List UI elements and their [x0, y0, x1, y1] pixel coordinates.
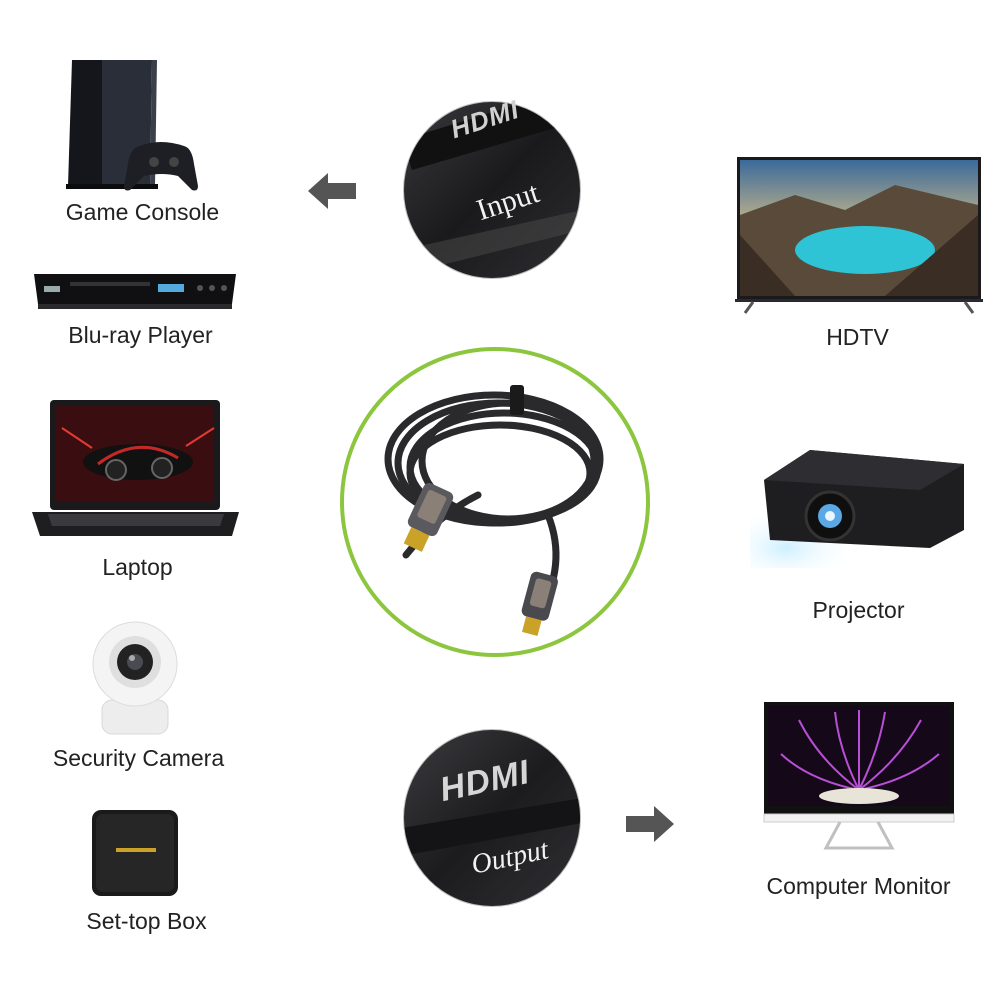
- laptop-icon: [28, 398, 243, 540]
- bluray-player-icon: [30, 268, 240, 313]
- source-label-settop-box: Set-top Box: [86, 908, 207, 934]
- display-label-hdtv: HDTV: [826, 324, 889, 350]
- hdmi-cable-image: [338, 345, 652, 659]
- source-label-laptop: Laptop: [102, 554, 173, 580]
- source-label-security-camera: Security Camera: [52, 745, 225, 771]
- computer-monitor-icon: [760, 700, 958, 852]
- output-connector-circle: [402, 728, 582, 908]
- security-camera-icon: [82, 618, 187, 738]
- input-connector-circle: [402, 100, 582, 280]
- hdtv-icon: [735, 155, 983, 317]
- settop-box-icon: [88, 806, 183, 901]
- display-label-computer-monitor: Computer Monitor: [766, 873, 951, 899]
- display-label-projector: Projector: [812, 597, 905, 623]
- input-arrow-icon: [308, 173, 358, 209]
- output-arrow-icon: [624, 806, 674, 842]
- game-console-icon: [62, 58, 212, 193]
- projector-icon: [750, 440, 970, 568]
- source-label-bluray-player: Blu-ray Player: [68, 322, 213, 348]
- source-label-game-console: Game Console: [65, 199, 220, 225]
